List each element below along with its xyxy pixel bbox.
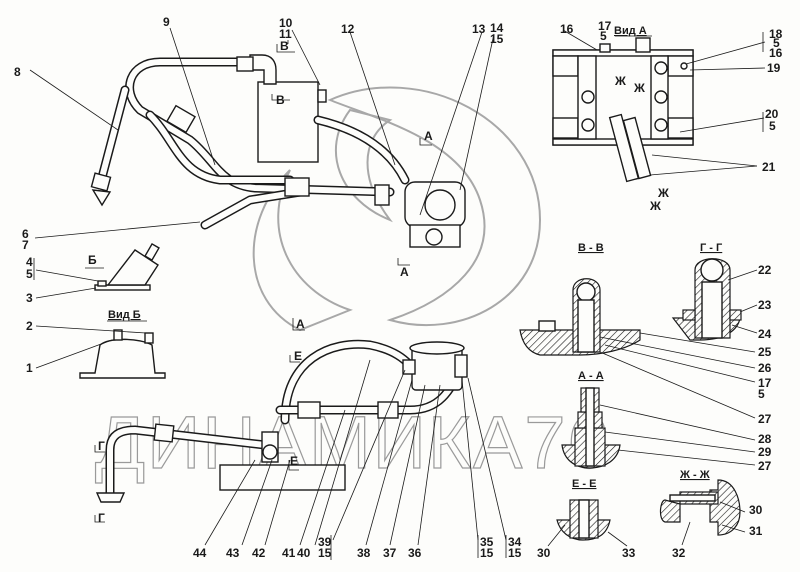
callout-3: 3 [26,291,33,305]
callout-24: 24 [758,327,772,341]
callout-40: 40 [297,546,311,560]
callout-29: 29 [758,445,772,459]
section-zh-zh-title: Ж - Ж [679,469,710,481]
callout-4: 4 [26,255,33,269]
callout-20: 20 [765,107,779,121]
callout-42: 42 [252,546,266,560]
callout-15: 15 [490,32,504,46]
callout-10: 10 [279,16,293,30]
section-zh-zh [659,479,746,546]
view-a [552,29,766,183]
callout-9: 9 [163,15,170,29]
section-a-a-title: А - А [578,370,604,382]
callout-37: 37 [383,546,397,560]
callout-32: 32 [672,546,686,560]
callout-15: 15 [480,546,494,560]
callout-5: 5 [773,36,780,50]
callout-15: 15 [508,546,522,560]
callout-17: 17 [758,376,772,390]
callout-23: 23 [758,298,772,312]
callout-35: 35 [480,535,494,549]
section-v-v [519,278,756,419]
callout-39: 39 [318,535,332,549]
callout-5: 5 [758,387,765,401]
section-mark-e-bottom: Е [290,454,298,468]
callout-30: 30 [537,546,551,560]
callout-1: 1 [26,361,33,375]
section-mark-g-top: Г [98,439,105,453]
callout-12: 12 [341,22,355,36]
callout-44: 44 [193,546,207,560]
section-mark-b: Б [88,253,97,267]
callout-7: 7 [22,238,29,252]
section-e-e [547,499,628,547]
section-mark-v-bottom: В [276,93,285,107]
section-mark-zh: Ж [633,81,645,95]
callout-26: 26 [758,361,772,375]
upper-assembly [90,54,466,248]
lower-leaders [204,359,507,560]
upper-leaders [29,27,495,266]
callout-6: 6 [22,227,29,241]
callout-14: 14 [490,21,504,35]
section-mark-zh: Ж [614,74,626,88]
callout-27: 27 [758,412,772,426]
callout-21: 21 [762,160,776,174]
callout-31: 31 [749,524,763,538]
callout-17: 17 [598,19,612,33]
lower-assembly [94,318,468,523]
callout-41: 41 [282,546,296,560]
callout-36: 36 [408,546,422,560]
callout-13: 13 [472,22,486,36]
section-mark-zh: Ж [657,186,669,200]
callout-38: 38 [357,546,371,560]
callout-16: 16 [769,46,783,60]
callout-19: 19 [767,61,781,75]
callout-28: 28 [758,432,772,446]
view-b-detail [33,242,166,379]
section-mark-a-upper: А [424,129,433,143]
callout-18: 18 [769,27,783,41]
view-b-title: Вид Б [108,309,141,321]
callout-11: 11 [279,27,292,41]
callout-22: 22 [758,263,772,277]
section-v-v-title: В - В [578,242,604,254]
callout-2: 2 [26,319,33,333]
callout-16: 16 [560,22,574,36]
callout-5: 5 [769,119,776,133]
callout-25: 25 [758,345,772,359]
callout-30: 30 [749,503,763,517]
callout-15: 15 [318,546,332,560]
section-g-g-title: Г - Г [700,242,723,254]
section-a-a [561,387,756,469]
callout-34: 34 [508,535,522,549]
callout-43: 43 [226,546,240,560]
section-g-g [671,258,758,341]
section-mark-e-top: Е [294,349,302,363]
section-mark-a-lower: А [400,265,409,279]
section-mark-v-top: В [280,39,289,53]
callout-8: 8 [14,65,21,79]
callout-5: 5 [26,267,33,281]
callout-33: 33 [622,546,636,560]
view-a-title: Вид А [614,25,647,37]
section-mark-zh: Ж [649,199,661,213]
callout-27: 27 [758,459,772,473]
section-mark-g-bottom: Г [98,511,105,525]
section-mark-a-mid: А [296,317,305,331]
section-e-e-title: Е - Е [572,478,596,490]
callout-5: 5 [600,29,607,43]
